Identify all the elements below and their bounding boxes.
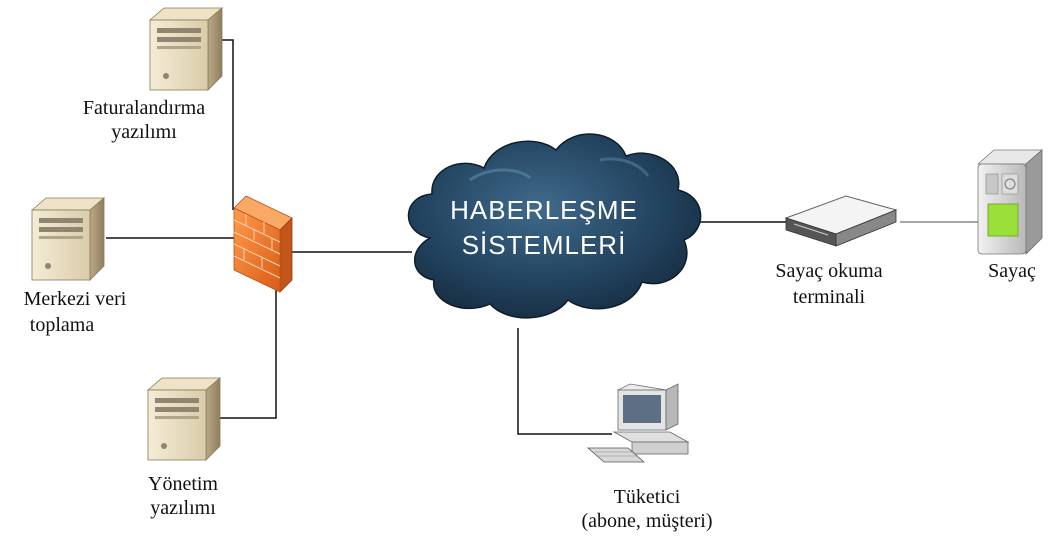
consumer-label-line1: Tüketici bbox=[614, 486, 681, 508]
server-icon bbox=[146, 377, 222, 461]
meter-icon bbox=[976, 149, 1044, 255]
management-label-line1: Yönetim bbox=[148, 473, 218, 495]
consumer-label-line2: (abone, müşteri) bbox=[581, 510, 712, 532]
terminal-label-line1: Sayaç okuma bbox=[775, 260, 882, 282]
terminal-label-line2: terminali bbox=[793, 286, 866, 308]
connection-lines bbox=[106, 39, 980, 435]
cloud-label-line1: HABERLEŞME bbox=[450, 195, 638, 225]
billing-label-line2: yazılımı bbox=[111, 121, 177, 143]
terminal-device-icon bbox=[784, 195, 898, 247]
firewall-icon bbox=[233, 195, 293, 293]
server-icon bbox=[148, 7, 224, 91]
cloud-icon bbox=[407, 133, 702, 319]
link-cloud-consumer bbox=[517, 328, 612, 435]
collection-label-line1: Merkezi veri bbox=[24, 288, 127, 310]
server-icon bbox=[30, 197, 106, 281]
link-billing-firewall bbox=[220, 39, 234, 210]
collection-label-line2: toplama bbox=[30, 314, 95, 336]
link-management-firewall bbox=[220, 280, 277, 419]
management-label-line2: yazılımı bbox=[150, 497, 216, 519]
computer-icon bbox=[586, 383, 690, 463]
cloud-label-line2: SİSTEMLERİ bbox=[462, 230, 627, 260]
billing-label-line1: Faturalandırma bbox=[83, 97, 205, 119]
meter-label: Sayaç bbox=[988, 260, 1036, 282]
